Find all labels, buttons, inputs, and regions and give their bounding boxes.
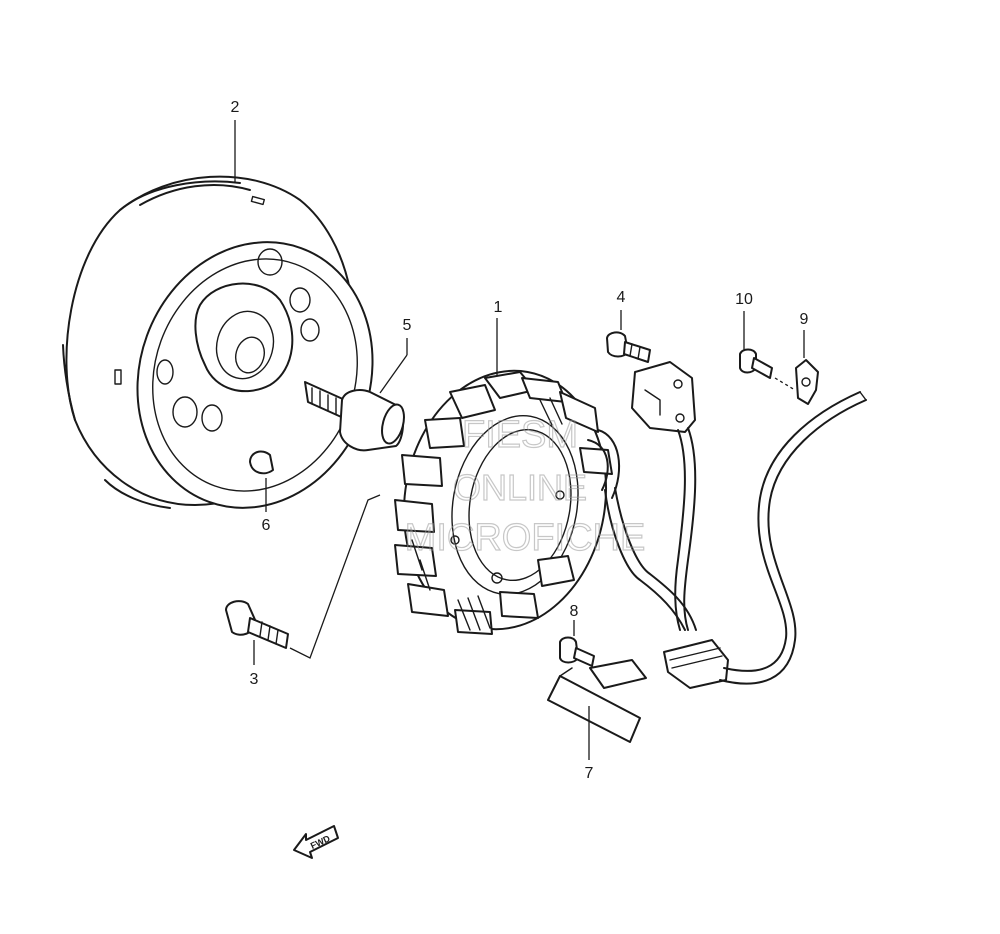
wire-harness-part[interactable]: [604, 391, 867, 689]
rotor-bolt-part[interactable]: [304, 381, 408, 452]
pickup-coil-part[interactable]: [631, 361, 697, 631]
callout-2: 2: [231, 99, 240, 116]
clamp-bolt-part[interactable]: [559, 636, 595, 667]
watermark-line-2: ONLINE: [453, 467, 587, 508]
leader-lines: [234, 120, 805, 760]
callout-1: 1: [494, 299, 503, 316]
fwd-direction-arrow: FWD: [293, 825, 339, 859]
lead-clamp-part[interactable]: [547, 659, 647, 743]
wire-clamp-part[interactable]: [795, 359, 819, 405]
wire-clamp-bolt-part[interactable]: [739, 348, 773, 379]
callout-10: 10: [735, 291, 753, 308]
callout-9: 9: [800, 311, 809, 328]
callout-4: 4: [617, 289, 626, 306]
key-part[interactable]: [249, 450, 274, 475]
watermark-line-1: FIESM: [462, 414, 578, 456]
stator-part[interactable]: [384, 355, 626, 646]
callout-3: 3: [250, 671, 259, 688]
callout-8: 8: [570, 603, 579, 620]
stator-bolt-part[interactable]: [225, 600, 289, 649]
rotor-part[interactable]: [62, 175, 409, 542]
watermark-line-3: MICROFICHE: [405, 517, 646, 559]
callout-5: 5: [403, 317, 412, 334]
callout-labels: 2 1 5 4 10 9 6 3 8 7: [231, 99, 809, 782]
pickup-bolt-part[interactable]: [606, 331, 651, 363]
callout-6: 6: [262, 517, 271, 534]
watermark: FIESM ONLINE MICROFICHE: [404, 413, 646, 559]
callout-7: 7: [585, 765, 594, 782]
